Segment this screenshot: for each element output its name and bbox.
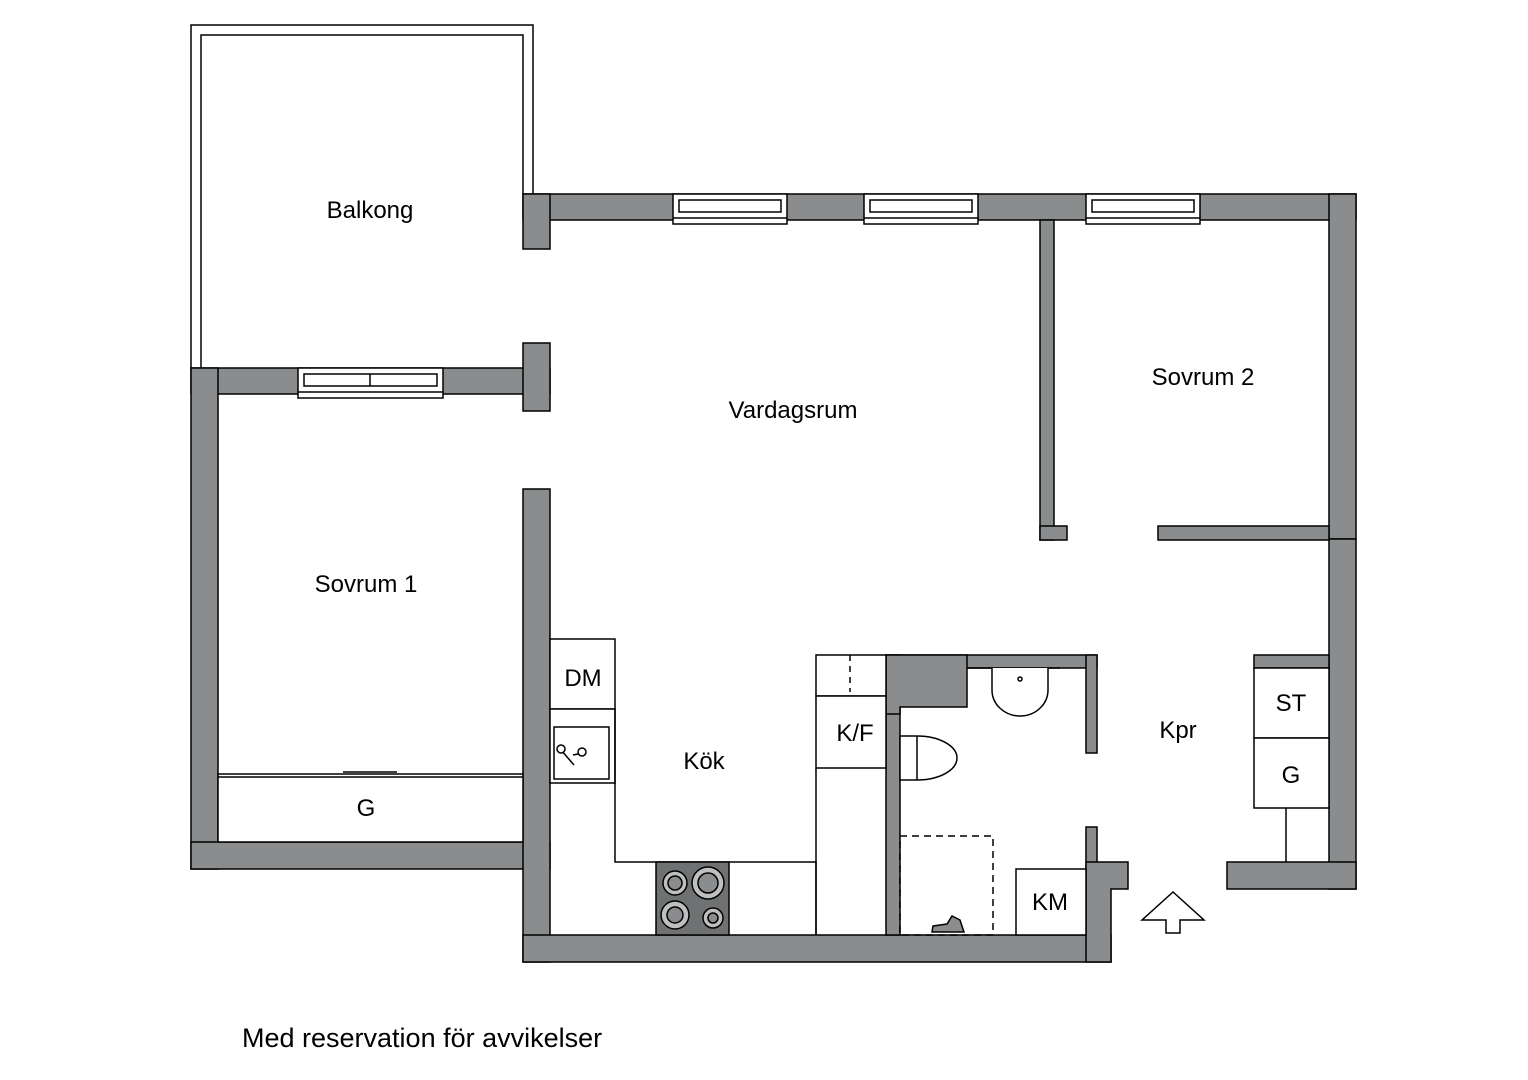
window-living-2 [863, 193, 979, 225]
wall-right-upper [1328, 193, 1357, 540]
wall-kitchen-left [522, 488, 551, 963]
fixture-label-g-hall: G [1282, 762, 1301, 789]
wall-bathroom-right-upper [1085, 654, 1098, 754]
wardrobe-bedroom1 [217, 773, 524, 843]
fixture-label-kf: K/F [836, 720, 873, 747]
wall-right-lower [1328, 538, 1357, 890]
window-bedroom2 [1085, 193, 1201, 225]
wall-hall-right [1253, 654, 1330, 669]
fridge-freezer [815, 695, 887, 769]
wall-bedroom1-left [190, 367, 219, 870]
wall-bedroom2-stub [1039, 525, 1068, 541]
storage-cabinet [1253, 667, 1330, 739]
fixture-label-dm: DM [564, 665, 601, 692]
wall-top-stub [522, 193, 551, 250]
room-label-kpr: Kpr [1159, 717, 1196, 744]
toilet [899, 735, 958, 781]
window-bedroom1 [297, 367, 444, 399]
wall-bathroom-corner [885, 654, 968, 715]
disclaimer-text: Med reservation för avvikelser [242, 1023, 603, 1053]
wall-bedroom1-bottom [190, 841, 551, 870]
balcony-outline [190, 24, 534, 368]
washbasin-bowl [991, 668, 1049, 717]
room-labels: Balkong Vardagsrum Sovrum 2 Sovrum 1 Kök… [315, 197, 1255, 775]
fixture-label-g-sovrum: G [357, 795, 376, 822]
fixture-label-st: ST [1276, 690, 1307, 717]
windows [297, 193, 1201, 399]
wall-bedroom2-bottom [1157, 525, 1330, 541]
wall-bathroom-notch [1085, 861, 1129, 963]
room-label-sovrum2: Sovrum 2 [1152, 364, 1255, 391]
room-label-balkong: Balkong [327, 197, 414, 224]
room-label-kok: Kök [683, 748, 725, 775]
wardrobe-hall [1253, 737, 1330, 809]
wall-door-stub [522, 342, 551, 412]
fixture-labels: DM K/F KM ST G G [357, 665, 1307, 916]
shower-drain [931, 915, 966, 933]
wall-bottom [522, 934, 1112, 963]
shower-area [899, 835, 994, 936]
washing-machine [1015, 868, 1087, 936]
walls [190, 193, 1357, 963]
room-label-sovrum1: Sovrum 1 [315, 571, 418, 598]
entrance-arrow-icon [1140, 890, 1206, 934]
fixtures [217, 638, 1330, 936]
room-label-vardagsrum: Vardagsrum [729, 397, 858, 424]
fixture-label-km: KM [1032, 889, 1068, 916]
pantry [815, 654, 887, 697]
window-living-1 [672, 193, 788, 225]
wall-bottom-right [1226, 861, 1357, 890]
wall-bedroom2-left [1039, 219, 1055, 541]
